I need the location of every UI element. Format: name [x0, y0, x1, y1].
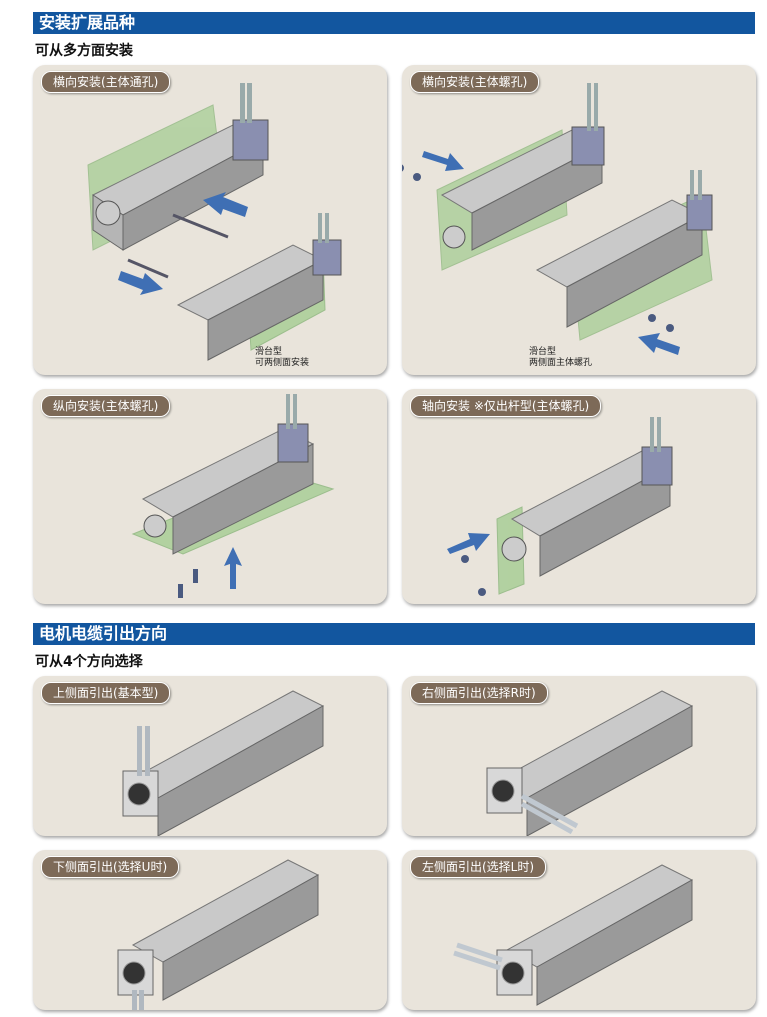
- arrow-icon: [638, 333, 680, 355]
- panel-label: 左侧面引出(选择L时): [410, 856, 547, 878]
- cable-icon: [132, 990, 137, 1010]
- cable-icon: [137, 726, 142, 776]
- mounting-section-title: 安装扩展品种: [33, 12, 755, 34]
- arrow-icon: [422, 151, 464, 171]
- arrow-icon: [224, 547, 242, 589]
- cable-panel-left-side: 左侧面引出(选择L时): [402, 850, 756, 1010]
- cable-icon: [453, 950, 501, 971]
- arrow-icon: [203, 192, 248, 217]
- cable-icon: [145, 726, 150, 776]
- bolt-icon: [461, 555, 469, 563]
- bolt-icon: [402, 164, 404, 172]
- panel-label: 右侧面引出(选择R时): [410, 682, 548, 704]
- bolt-icon: [478, 588, 486, 596]
- motor-cable-illustration: [486, 690, 694, 836]
- motor-block: [232, 119, 269, 161]
- cable-panel-top-side: 上侧面引出(基本型): [33, 676, 387, 836]
- panel-note: 滑台型 两侧面主体螺孔: [529, 347, 593, 368]
- panel-label: 轴向安装 ※仅出杆型(主体螺孔): [410, 395, 602, 417]
- cable-icon: [139, 990, 144, 1010]
- cable-section-title: 电机电缆引出方向: [33, 623, 755, 645]
- actuator-illustration: [447, 417, 673, 596]
- panel-note: 滑台型 可两侧面安装: [255, 347, 310, 368]
- actuator-illustration: [131, 394, 335, 598]
- cable-panel-right-side: 右侧面引出(选择R时): [402, 676, 756, 836]
- actuator-illustration: [402, 83, 713, 355]
- bolt-icon: [666, 324, 674, 332]
- motor-cable-illustration: [122, 690, 325, 836]
- mounting-panel-lateral-through-hole: 横向安装(主体通孔) 滑台型 可两侧面安装: [33, 65, 387, 375]
- cable-panel-bottom-side: 下侧面引出(选择U时): [33, 850, 387, 1010]
- bolt-icon: [648, 314, 656, 322]
- cable-subtitle: 可从4个方向选择: [35, 654, 143, 670]
- actuator-illustration: [87, 83, 342, 361]
- bolt-icon: [193, 569, 198, 583]
- cable-icon: [520, 801, 574, 835]
- mounting-panel-vertical-tapped-hole: 纵向安装(主体螺孔): [33, 389, 387, 604]
- bolt-icon: [172, 213, 229, 239]
- panel-label: 横向安装(主体螺孔): [410, 71, 540, 93]
- panel-label: 上侧面引出(基本型): [41, 682, 171, 704]
- mounting-panel-lateral-tapped-hole: 横向安装(主体螺孔) 滑台型 两侧面主体螺孔: [402, 65, 756, 375]
- bolt-icon: [127, 258, 169, 279]
- panel-label: 横向安装(主体通孔): [41, 71, 171, 93]
- mounting-subtitle: 可从多方面安装: [35, 43, 133, 59]
- arrow-icon: [447, 533, 490, 554]
- bolt-icon: [413, 173, 421, 181]
- bolt-icon: [178, 584, 183, 598]
- cable-icon: [520, 793, 579, 829]
- cable-icon: [456, 942, 503, 963]
- arrow-icon: [118, 271, 163, 295]
- motor-cable-illustration: [453, 864, 694, 1006]
- motor-cable-illustration: [117, 859, 320, 1010]
- mounting-panel-axial-tapped-hole: 轴向安装 ※仅出杆型(主体螺孔): [402, 389, 756, 604]
- panel-label: 下侧面引出(选择U时): [41, 856, 180, 878]
- panel-label: 纵向安装(主体螺孔): [41, 395, 171, 417]
